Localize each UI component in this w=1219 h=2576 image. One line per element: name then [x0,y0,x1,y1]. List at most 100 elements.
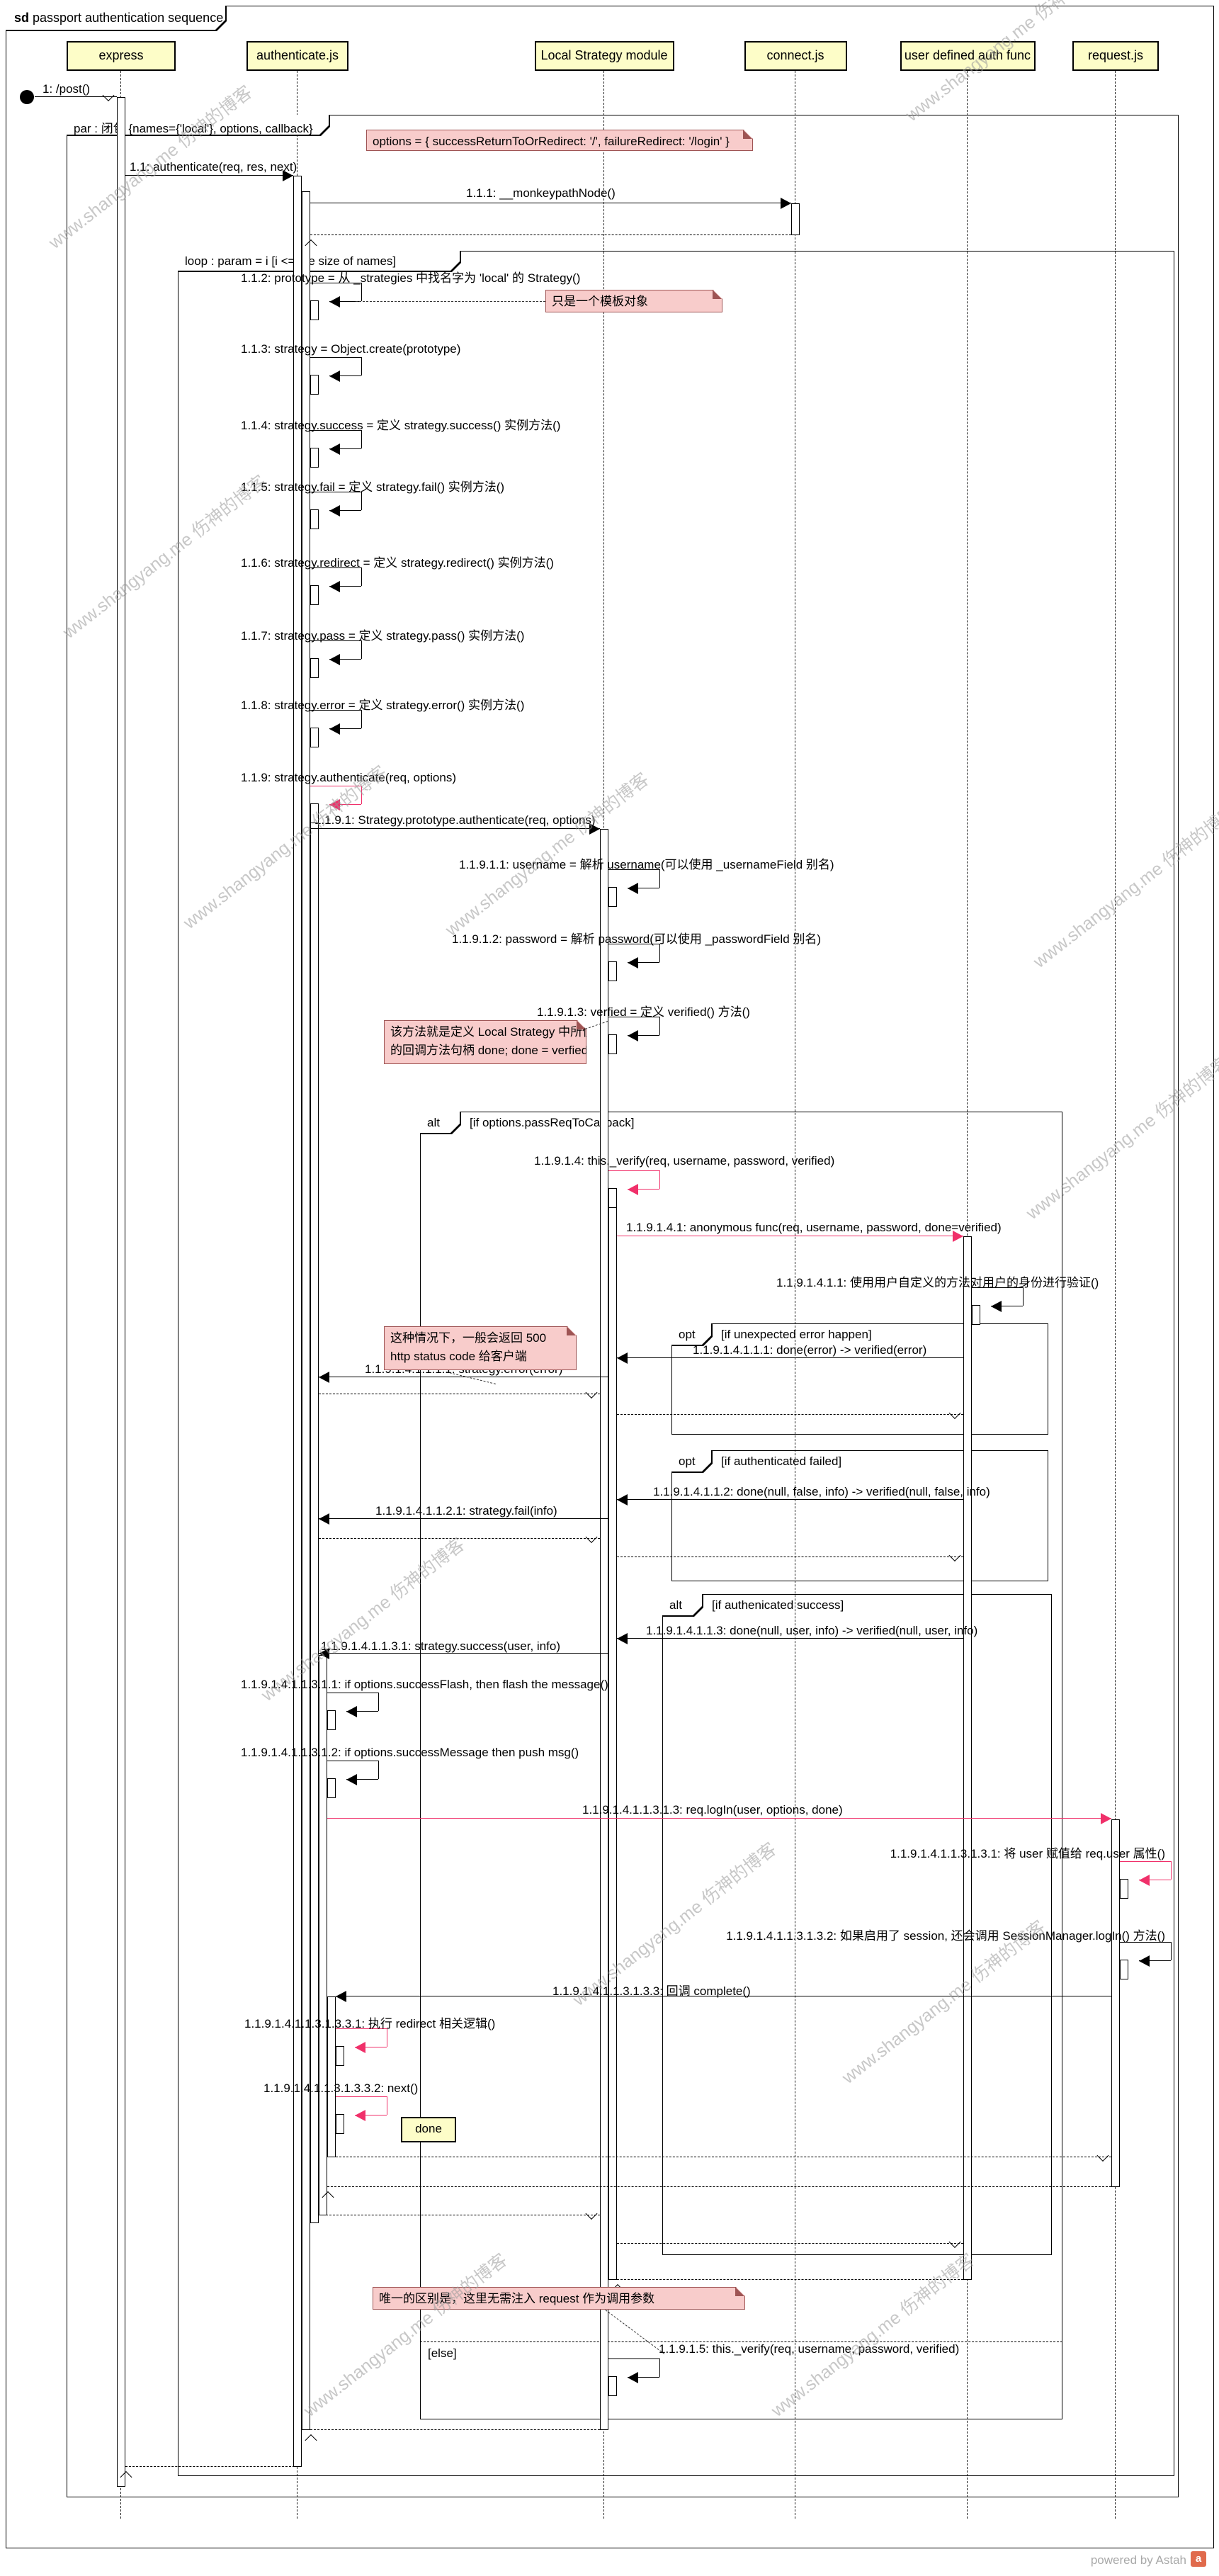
message-label-3: 1.1.9.1: Strategy.prototype.authenticate… [314,813,596,827]
selfcall-label-16: 1.1.9.1.4.1.1.3.1.3.2: 如果启用了 session, 还会… [726,1929,1165,1943]
selfcall-bottom-16 [1139,1960,1171,1961]
selfcall-side-12 [1023,1287,1024,1306]
selfcall-bar-6 [310,728,319,747]
arrowhead-filled [589,823,600,835]
else-divider-label: [else] [428,2346,457,2360]
selfcall-label-3: 1.1.5: strategy.fail = 定义 strategy.fail(… [241,480,505,494]
selfcall-label-13: 1.1.9.1.4.1.1.3.1.1: if options.successF… [241,1678,608,1691]
selfcall-bottom-9 [628,962,659,963]
lifeline-name: authenticate.js [256,48,339,62]
note-fold-3 [567,1326,576,1335]
selfcall-side-13 [378,1693,379,1711]
selfcall-top-19 [608,2358,659,2359]
message-line-15 [617,1414,963,1415]
selfcall-top-5 [310,640,361,641]
fragment-alt-keyword: alt [427,1116,440,1129]
selfcall-side-9 [659,944,660,962]
arrowhead-filled [329,296,340,307]
title-keyword: sd [14,11,30,25]
selfcall-bar-8 [608,887,617,907]
arrowhead-open [102,89,115,101]
lifeline-head-request-js: request.js [1072,41,1159,71]
selfcall-label-8: 1.1.9.1.1: username = 解析 username(可以使用 _… [459,858,834,871]
selfcall-label-7: 1.1.9: strategy.authenticate(req, option… [241,771,456,784]
note-fold-0 [743,130,752,139]
arrowhead-filled [1139,1955,1150,1967]
selfcall-bottom-13 [346,1711,378,1712]
selfcall-label-19: 1.1.9.1.5: this._verify(req, username, p… [659,2342,960,2356]
title-tab-face [6,6,225,30]
selfcall-bottom-7 [329,804,361,805]
fragment-par-0 [67,115,1179,2497]
fragment-alt-guard: [if authenicated success] [712,1598,844,1612]
diagram-frame [6,6,1214,2548]
selfcall-label-0: 1.1.2: prototype = 从 _strategies 中找名字为 '… [241,271,581,285]
activation-bar-3 [310,806,319,2223]
arrowhead-filled [781,198,791,209]
selfcall-label-9: 1.1.9.1.2: password = 解析 password(可以使用 _… [452,932,822,946]
selfcall-label-4: 1.1.6: strategy.redirect = 定义 strategy.r… [241,556,554,570]
message-label-12: 1.1.9.1.4.1.1.3.1.3.3: 回调 complete() [552,1984,751,1998]
selfcall-bar-9 [608,961,617,981]
message-line-21 [617,2243,963,2244]
selfcall-side-1 [361,357,362,375]
fragment-opt-label-face [671,1323,711,1345]
fragment-opt-4 [671,1450,1048,1581]
message-line-23 [310,2429,600,2430]
arrowhead-filled [319,1648,329,1659]
message-label-8: 1.1.9.1.4.1.1.2.1: strategy.fail(info) [375,1504,557,1518]
selfcall-top-8 [608,869,659,870]
object-box-done: done [401,2117,456,2142]
arrowhead-filled [1139,1875,1150,1886]
arrowhead-filled [346,1706,357,1717]
selfcall-label-5: 1.1.7: strategy.pass = 定义 strategy.pass(… [241,629,525,643]
message-line-8 [319,1518,608,1519]
selfcall-side-19 [659,2358,660,2377]
selfcall-bar-11 [608,1188,617,1208]
selfcall-top-6 [310,710,361,711]
message-line-19 [327,2186,1111,2187]
lifeline-head-Local-Strategy-module: Local Strategy module [534,41,674,71]
lifeline-name: user defined auth func [904,48,1031,62]
selfcall-label-14: 1.1.9.1.4.1.1.3.1.2: if options.successM… [241,1746,579,1759]
selfcall-side-2 [361,430,362,448]
selfcall-bar-16 [1120,1960,1128,1979]
selfcall-bottom-3 [329,510,361,511]
selfcall-side-14 [378,1761,379,1779]
message-label-4: 1.1.9.1.4.1: anonymous func(req, usernam… [626,1221,1002,1234]
selfcall-bottom-6 [329,728,361,729]
message-label-2: 1.1.1: __monkeypathNode() [466,186,616,200]
fragment-opt-3 [671,1323,1048,1435]
selfcall-side-0 [361,283,362,301]
message-label-9: 1.1.9.1.4.1.1.3: done(null, user, info) … [646,1624,978,1637]
arrowhead-filled [329,581,340,592]
selfcall-label-11: 1.1.9.1.4: this._verify(req, username, p… [534,1154,835,1168]
selfcall-bottom-5 [329,659,361,660]
fragment-alt-5 [662,1594,1052,2255]
fragment-alt-label-face [662,1594,702,1615]
lifeline-head-express: express [67,41,176,71]
arrowhead-filled [628,957,638,968]
fragment-alt-label-face [420,1112,460,1133]
fragment-par-keyword: par : 闭包 {names={'local'}, options, call… [74,122,313,135]
selfcall-top-15 [1120,1861,1171,1862]
selfcall-top-11 [608,1170,659,1171]
message-line-1 [125,175,293,176]
fragment-opt-keyword: opt [679,1328,696,1341]
message-label-7: 1.1.9.1.4.1.1.2: done(null, false, info)… [653,1485,990,1498]
arrowhead-filled [346,1774,357,1785]
arrowhead-filled [617,1633,628,1644]
selfcall-side-15 [1171,1861,1172,1880]
activation-bar-1 [293,176,302,2467]
fragment-par-label-face [67,115,329,135]
selfcall-top-1 [310,357,361,358]
selfcall-side-8 [659,869,660,888]
message-label-1: 1.1: authenticate(req, res, next) [130,160,297,174]
fragment-loop-label-face [178,251,460,271]
fragment-opt-keyword: opt [679,1454,696,1468]
arrowhead-filled [329,505,340,516]
selfcall-label-17: 1.1.9.1.4.1.1.3.1.3.3.1: 执行 redirect 相关逻… [244,2017,496,2030]
arrowhead-filled [329,371,340,382]
lifeline-name: Local Strategy module [540,48,668,62]
